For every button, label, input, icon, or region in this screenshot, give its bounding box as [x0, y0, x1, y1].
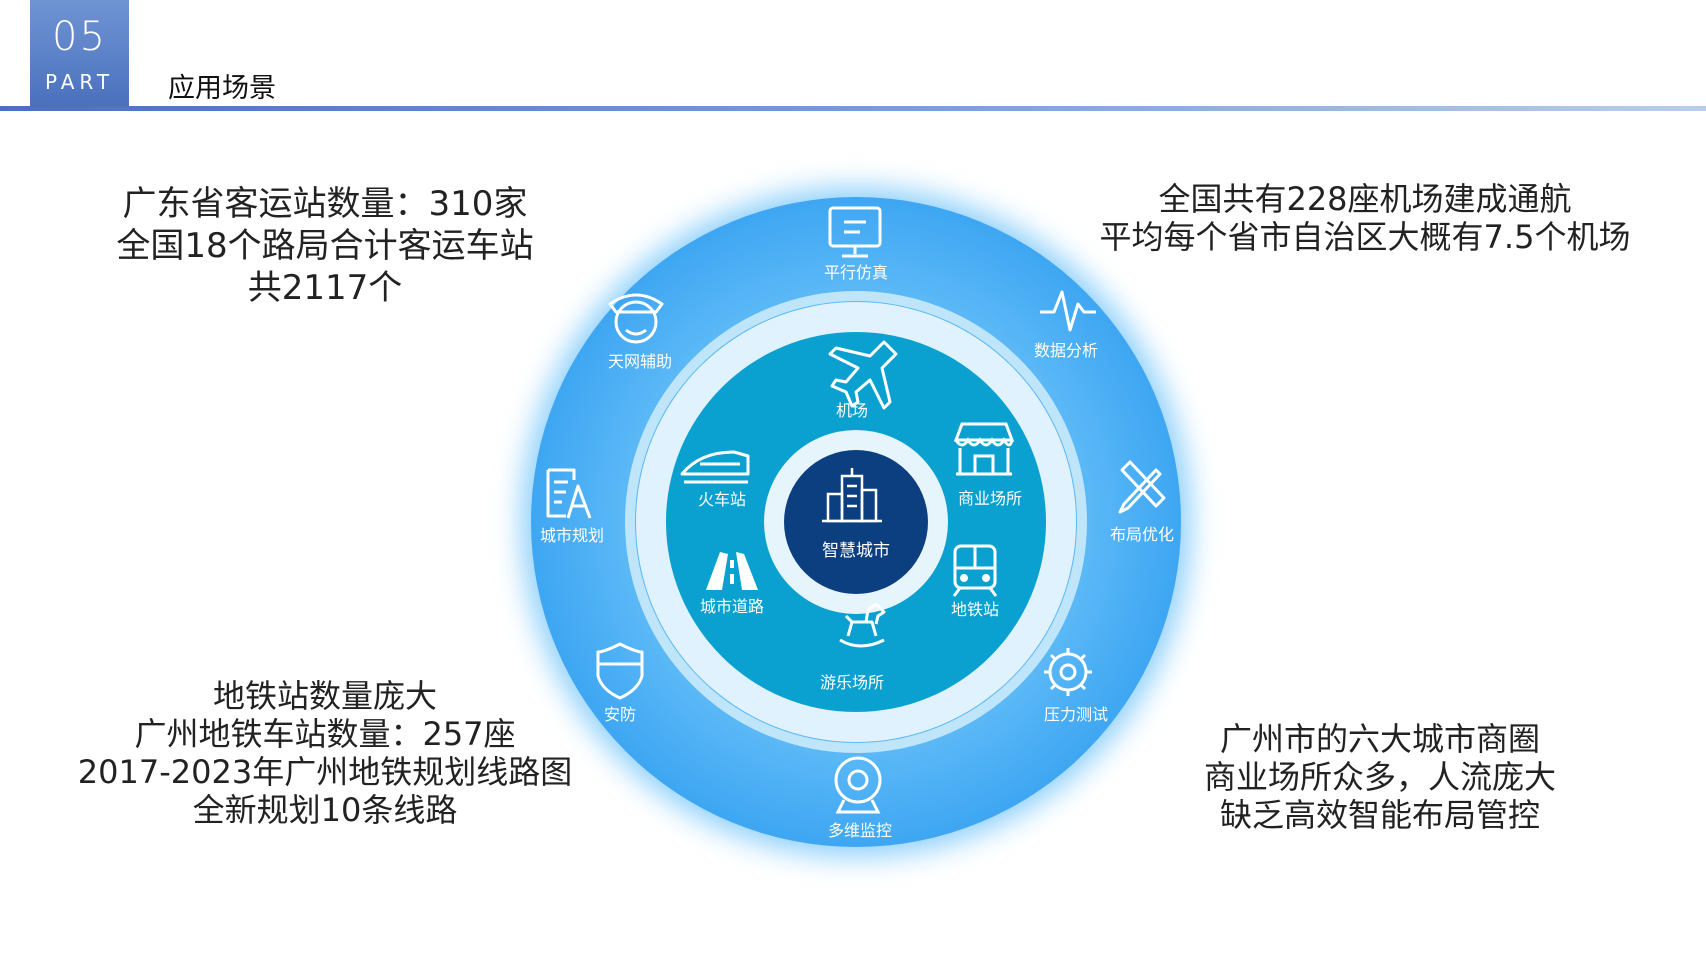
- inner-label: 城市道路: [700, 597, 764, 616]
- outer-label: 安防: [604, 705, 636, 724]
- text-line: 2017-2023年广州地铁规划线路图: [77, 753, 573, 791]
- inner-label: 地铁站: [951, 600, 999, 619]
- page-title: 应用场景: [168, 73, 276, 104]
- text-line: 全国18个路局合计客运车站: [116, 226, 534, 266]
- inner-item-train-station: 火车站: [680, 450, 750, 509]
- airplane-icon: [828, 340, 898, 410]
- outer-item-urban-planning: 城市规划: [540, 468, 604, 545]
- outer-item-layout-optimization: 布局优化: [1110, 460, 1174, 544]
- ring-gap-edge: [625, 291, 1087, 753]
- inner-label: 游乐场所: [820, 673, 884, 692]
- shield-icon: [596, 642, 644, 700]
- text-line: 地铁站数量庞大: [212, 677, 437, 715]
- outer-item-security: 安防: [596, 642, 644, 724]
- inner-item-amusement: 游乐场所: [820, 602, 886, 692]
- outer-label: 数据分析: [1034, 341, 1098, 360]
- outer-label: 多维监控: [828, 821, 892, 840]
- outer-item-monitoring: 多维监控: [828, 756, 892, 840]
- officer-icon: [608, 293, 664, 344]
- inner-item-airport: 机场: [828, 340, 898, 420]
- section-part-label: PART: [44, 70, 115, 94]
- rocking-horse-icon: [839, 602, 886, 648]
- buildings-icon: [822, 468, 882, 523]
- text-line: 广东省客运站数量：310家: [122, 184, 528, 224]
- text-line: 广州地铁车站数量：257座: [134, 715, 516, 753]
- inner-label: 商业场所: [958, 489, 1022, 508]
- outer-item-stress-test: 压力测试: [1044, 648, 1108, 724]
- text-block-bottom-left: 地铁站数量庞大 广州地铁车站数量：257座 2017-2023年广州地铁规划线路…: [60, 677, 590, 829]
- outer-label: 布局优化: [1110, 525, 1174, 544]
- outer-item-parallel-sim: 平行仿真: [824, 206, 888, 282]
- section-number: 05: [52, 14, 107, 60]
- text-block-bottom-right: 广州市的六大城市商圈 商业场所众多，人流庞大 缺乏高效智能布局管控: [1150, 720, 1610, 834]
- inner-item-city-road: 城市道路: [700, 552, 764, 616]
- text-block-top-right: 全国共有228座机场建成通航 平均每个省市自治区大概有7.5个机场: [1080, 180, 1650, 256]
- storefront-icon: [953, 422, 1015, 476]
- inner-item-commercial: 商业场所: [953, 422, 1022, 508]
- outer-label: 城市规划: [540, 526, 604, 545]
- text-block-top-left: 广东省客运站数量：310家 全国18个路局合计客运车站 共2117个: [80, 183, 570, 309]
- inner-label: 火车站: [698, 490, 746, 509]
- section-badge: 05 PART: [30, 0, 129, 108]
- outer-label: 平行仿真: [824, 263, 888, 282]
- text-line: 缺乏高效智能布局管控: [1219, 796, 1540, 834]
- text-line: 平均每个省市自治区大概有7.5个机场: [1099, 218, 1631, 256]
- road-icon: [706, 552, 758, 590]
- high-speed-train-icon: [680, 450, 750, 484]
- outer-item-skynet: 天网辅助: [608, 293, 672, 371]
- text-line: 共2117个: [247, 268, 403, 308]
- header-divider: [0, 106, 1706, 111]
- inner-item-metro: 地铁站: [951, 544, 999, 619]
- outer-label: 天网辅助: [608, 352, 672, 371]
- inner-label: 机场: [836, 401, 868, 420]
- text-line: 广州市的六大城市商圈: [1219, 720, 1540, 758]
- center-label: 智慧城市: [822, 541, 890, 561]
- metro-train-icon: [952, 544, 998, 597]
- text-line: 全国共有228座机场建成通航: [1158, 180, 1572, 218]
- outer-label: 压力测试: [1044, 705, 1108, 724]
- text-line: 商业场所众多，人流庞大: [1203, 758, 1556, 796]
- gear-icon: [1044, 648, 1092, 696]
- blueprint-icon: [546, 468, 592, 519]
- pencil-ruler-icon: [1118, 460, 1166, 514]
- text-line: 全新规划10条线路: [192, 791, 458, 829]
- monitor-icon: [828, 206, 882, 258]
- outer-item-data-analysis: 数据分析: [1034, 290, 1098, 360]
- pulse-icon: [1040, 290, 1096, 332]
- camera-icon: [834, 756, 882, 814]
